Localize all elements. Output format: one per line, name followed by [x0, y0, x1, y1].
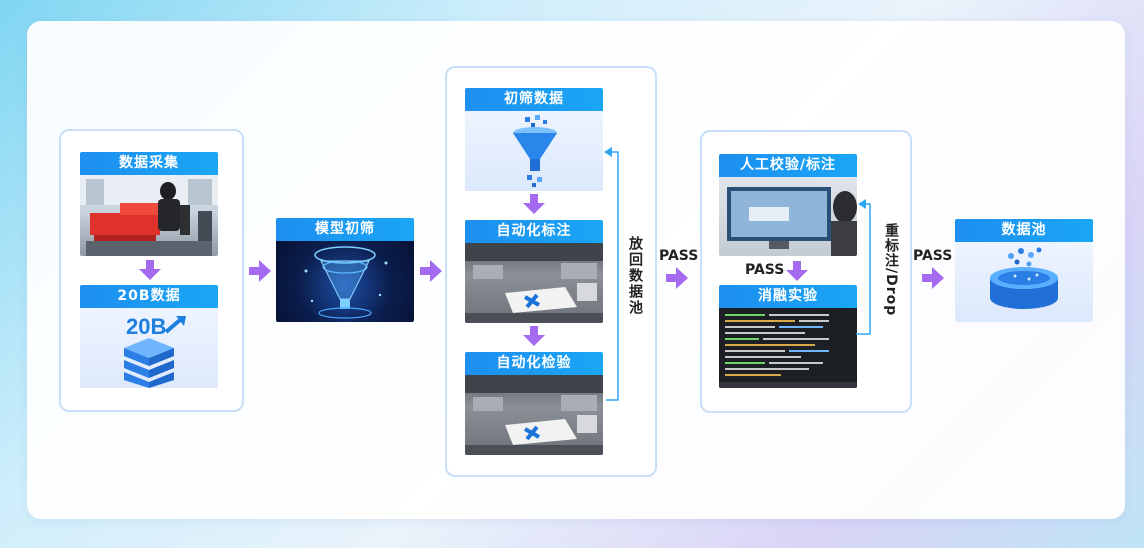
- pass-inner-label: PASS: [745, 262, 785, 278]
- down-arrow-icon: [139, 260, 161, 280]
- robot-workbench-image: [465, 375, 603, 455]
- data-20b-title: 20B数据: [80, 285, 218, 308]
- down-arrow-icon: [523, 326, 545, 346]
- data-pool-title: 数据池: [955, 219, 1093, 242]
- right-arrow-icon: [249, 260, 271, 282]
- initial-screen-title: 初筛数据: [465, 88, 603, 111]
- return-loop-line: [604, 147, 619, 401]
- relabel-drop-label: 重标注/Drop: [883, 223, 899, 317]
- relabel-loop-line: [856, 199, 871, 335]
- data-pool-icon: [990, 247, 1058, 309]
- stacked-database-icon: 20B: [124, 314, 186, 388]
- manual-label-card: 人工校验/标注: [719, 154, 857, 256]
- manual-label-title: 人工校验/标注: [719, 154, 857, 177]
- pass-label: PASS: [659, 248, 699, 264]
- return-pool-label: 放回数据池: [627, 236, 643, 316]
- funnel-icon: [513, 115, 557, 187]
- auto-check-card: 自动化检验: [465, 352, 603, 455]
- auto-label-title: 自动化标注: [465, 220, 603, 243]
- data-pool-card: 数据池: [955, 219, 1093, 322]
- right-arrow-icon: [420, 260, 442, 282]
- initial-screen-card: 初筛数据: [465, 88, 603, 191]
- factory-robot-image: [80, 175, 218, 256]
- auto-check-title: 自动化检验: [465, 352, 603, 375]
- right-arrow-icon: [922, 267, 944, 289]
- ablation-title: 消融实验: [719, 285, 857, 308]
- model-screening-card: 模型初筛: [276, 218, 414, 322]
- right-arrow-icon: [666, 267, 688, 289]
- annotator-monitor-image: [719, 177, 857, 256]
- down-arrow-icon: [786, 261, 808, 281]
- hologram-funnel-image: [276, 241, 414, 322]
- robot-workbench-image: [465, 243, 603, 323]
- auto-label-card: 自动化标注: [465, 220, 603, 323]
- data-20b-card: 20B数据 20B: [80, 285, 218, 388]
- down-arrow-icon: [523, 194, 545, 214]
- code-terminal-image: [719, 308, 857, 388]
- badge-20b: 20B: [126, 314, 166, 339]
- model-screening-title: 模型初筛: [276, 218, 414, 241]
- pass-label: PASS: [913, 248, 953, 264]
- ablation-card: 消融实验: [719, 285, 857, 388]
- data-collection-title: 数据采集: [80, 152, 218, 175]
- data-collection-card: 数据采集: [80, 152, 218, 256]
